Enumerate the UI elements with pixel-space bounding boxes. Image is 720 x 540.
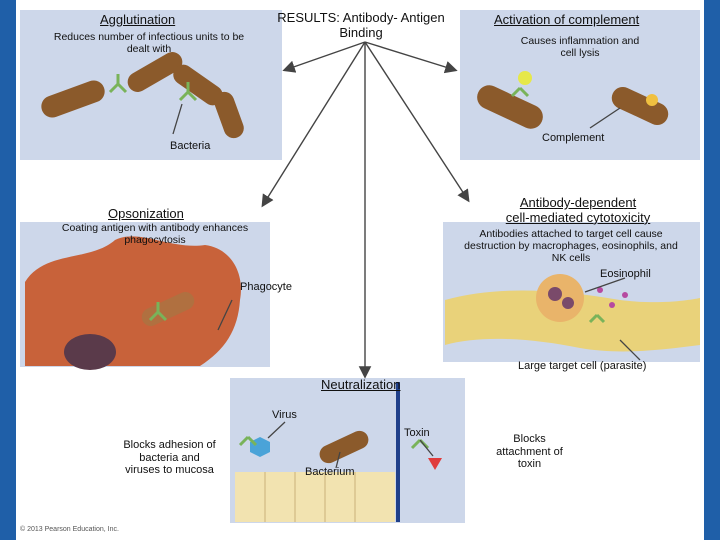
complement-pointer <box>589 107 621 129</box>
complement-title: Activation of complement <box>494 12 640 27</box>
copyright-note: © 2013 Pearson Education, Inc. <box>20 526 119 533</box>
agglutination-bacteria-cluster <box>41 52 244 139</box>
complement-panel <box>460 10 700 160</box>
target-cell-label: Large target cell (parasite) <box>518 360 647 372</box>
complement-label: Complement <box>542 132 605 144</box>
toxin-pointer <box>419 439 434 457</box>
eosinophil-pointer <box>584 277 626 293</box>
opsonization-title: Opsonization <box>108 206 184 221</box>
toxin-label: Toxin <box>404 427 430 439</box>
virus-pointer <box>267 421 286 439</box>
agglutination-title: Agglutination <box>100 12 176 27</box>
neutralization-title: Neutralization <box>321 377 401 392</box>
adcc-description: Antibodies attached to target cell cause… <box>464 228 678 265</box>
central-arrows <box>261 41 470 379</box>
complement-description: Causes inflammation and cell lysis <box>520 35 640 60</box>
virus-label: Virus <box>272 409 297 421</box>
eosinophil-label: Eosinophil <box>600 268 651 280</box>
phagocyte-cell <box>25 236 241 370</box>
opsonization-description: Coating antigen with antibody enhances p… <box>61 222 249 247</box>
agglutination-description: Reduces number of infectious units to be… <box>53 31 245 56</box>
center-title: RESULTS: Antibody- Antigen Binding <box>277 10 445 40</box>
bacterium-pointer <box>335 451 341 469</box>
neutralization-right-note: Blocks attachment of toxin <box>496 433 563 471</box>
phagocyte-pointer <box>217 299 233 331</box>
target-pointer <box>619 339 641 361</box>
neutralization-left-note: Blocks adhesion of bacteria and viruses … <box>123 439 216 477</box>
neutralization-scene <box>235 382 442 522</box>
bacteria-label: Bacteria <box>170 140 211 152</box>
phagocyte-label: Phagocyte <box>240 281 292 293</box>
right-border-bar <box>704 0 720 540</box>
adcc-title: Antibody-dependent cell-mediated cytotox… <box>505 195 651 225</box>
bacterium-label: Bacterium <box>305 466 355 478</box>
bacteria-pointer <box>172 103 183 135</box>
left-border-bar <box>0 0 16 540</box>
adcc-cells <box>445 274 700 352</box>
complement-bacteria <box>477 71 669 129</box>
